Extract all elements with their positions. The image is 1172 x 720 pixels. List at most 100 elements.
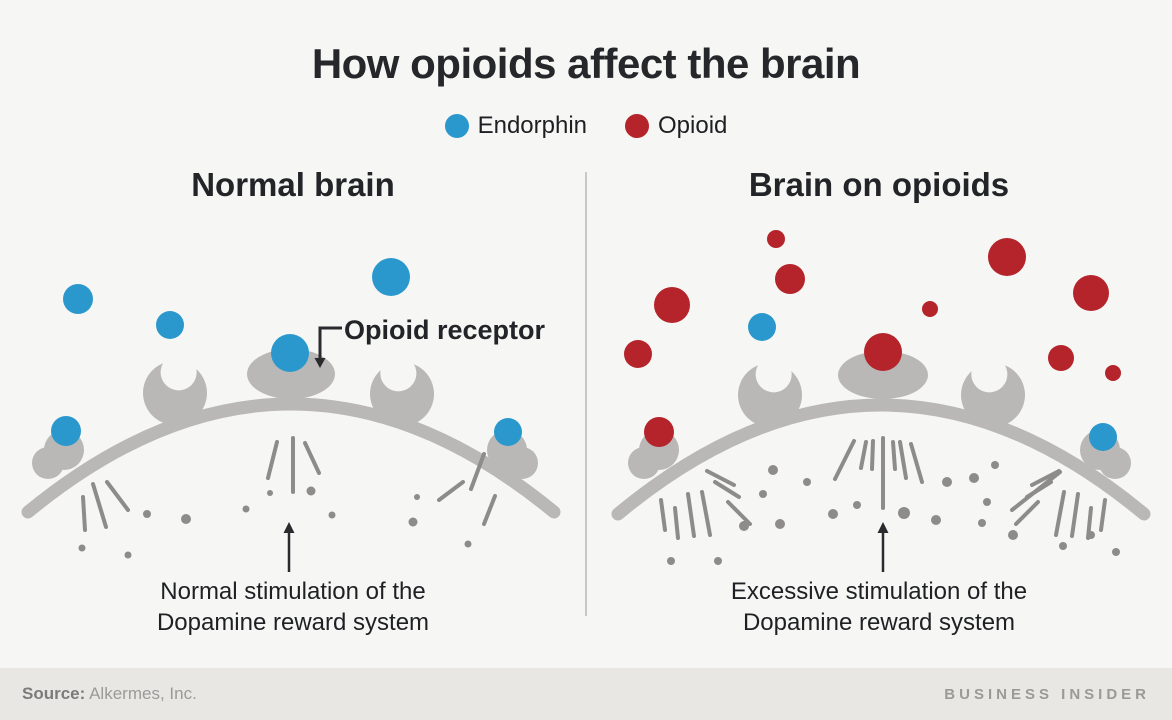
endorphin-molecule (748, 313, 776, 341)
dopamine-burst-line (700, 490, 712, 537)
legend-label: Opioid (658, 112, 728, 139)
source-label: Source: (22, 684, 86, 703)
dopamine-burst-line (673, 506, 680, 540)
caption-normal-stimulation: Normal stimulation of the Dopamine rewar… (0, 576, 586, 638)
dopamine-burst-line (482, 494, 497, 526)
dopamine-burst-line (686, 492, 696, 538)
legend: Endorphin Opioid (0, 112, 1172, 140)
dopamine-burst-line (81, 495, 87, 532)
dopamine-dot (267, 490, 273, 496)
dopamine-dot (898, 507, 910, 519)
dopamine-burst-line (870, 439, 875, 471)
caption-excessive-stimulation: Excessive stimulation of the Dopamine re… (586, 576, 1172, 638)
source-credit: Source: Alkermes, Inc. (22, 684, 197, 704)
caption-line: Dopamine reward system (156, 609, 430, 636)
dopamine-burst-line (303, 441, 321, 475)
opioid-receptor-cup (738, 356, 802, 427)
dopamine-burst-line (726, 500, 752, 526)
dopamine-burst-line (1070, 492, 1080, 538)
dopamine-dot (328, 511, 336, 519)
dopamine-burst-line (1099, 498, 1107, 532)
dopamine-burst-line (833, 439, 856, 481)
opioid-receptor-cup (961, 356, 1025, 427)
opioid-molecule (775, 264, 805, 294)
dopamine-burst-line (859, 440, 868, 470)
dopamine-dot (978, 519, 986, 527)
dopamine-burst-line (705, 469, 736, 487)
dopamine-dot (1112, 548, 1120, 556)
dopamine-dot (714, 557, 722, 565)
receptor-cup-notch (971, 356, 1008, 393)
dopamine-dot (991, 461, 999, 469)
dopamine-dot (667, 557, 675, 565)
endorphin-molecule (1089, 423, 1117, 451)
dopamine-dot (775, 519, 785, 529)
receptor-cup-notch (755, 356, 792, 393)
dopamine-dot (78, 544, 86, 552)
caption-line: Normal stimulation of the (160, 578, 426, 605)
opioid-molecule (988, 238, 1026, 276)
dopamine-burst-line (1014, 500, 1040, 526)
endorphin-dot-icon (444, 114, 469, 138)
opioid-receptor-cup (143, 354, 207, 425)
opioid-molecule (767, 230, 785, 248)
opioid-molecule (922, 301, 938, 317)
endorphin-molecule (271, 334, 309, 372)
edge-receptor-blob (628, 447, 660, 479)
endorphin-molecule (63, 284, 93, 314)
dopamine-burst-line (266, 440, 279, 480)
dopamine-dot (759, 490, 767, 498)
dopamine-dot (942, 477, 952, 487)
callout-arrow-head (314, 358, 326, 368)
dopamine-dot (414, 494, 420, 500)
edge-receptor-blob (1099, 447, 1131, 479)
endorphin-molecule (372, 258, 410, 296)
dopamine-burst-line (713, 480, 741, 499)
dopamine-dot (306, 486, 316, 496)
opioid-molecule (1073, 275, 1109, 311)
business-insider-logo: BUSINESS INSIDER (944, 685, 1150, 703)
dopamine-dot (983, 498, 991, 506)
opioid-dot-icon (625, 114, 650, 138)
opioid-molecule (1048, 345, 1074, 371)
caption-line: Dopamine reward system (742, 609, 1016, 636)
opioid-molecule (624, 340, 652, 368)
dopamine-dot (1059, 542, 1067, 550)
dopamine-burst-line (105, 480, 130, 512)
dopamine-dot (828, 509, 838, 519)
edge-receptor-blob (506, 447, 538, 479)
dopamine-dot (768, 465, 778, 475)
legend-label: Endorphin (477, 112, 588, 139)
caption-arrow-head (877, 522, 889, 533)
endorphin-molecule (494, 418, 522, 446)
dopamine-dot (931, 515, 941, 525)
dopamine-burst-line (1010, 470, 1062, 512)
endorphin-molecule (156, 311, 184, 339)
callout-arrow-line (318, 326, 342, 359)
dopamine-dot (408, 517, 418, 527)
receptor-cup-notch (380, 355, 417, 392)
dopamine-dot (969, 473, 979, 483)
legend-item-endorphin: Endorphin (444, 112, 588, 140)
opioid-receptor-cup (370, 355, 434, 426)
source-value: Alkermes, Inc. (89, 684, 197, 703)
footer: Source: Alkermes, Inc. BUSINESS INSIDER (0, 668, 1172, 720)
legend-item-opioid: Opioid (625, 112, 727, 140)
caption-arrow-head (283, 522, 295, 533)
dopamine-dot (1008, 530, 1018, 540)
opioid-molecule (864, 333, 902, 371)
endorphin-molecule (51, 416, 81, 446)
dopamine-burst-line (1054, 490, 1066, 537)
edge-receptor-blob (32, 447, 64, 479)
receptor-cup-notch (160, 354, 197, 391)
dopamine-dot (143, 510, 151, 518)
page-title: How opioids affect the brain (311, 40, 861, 87)
opioid-molecule (1105, 365, 1121, 381)
dopamine-dot (181, 514, 191, 524)
dopamine-dot (464, 540, 472, 548)
opioid-receptor-bound (838, 351, 928, 399)
dopamine-burst-line (891, 440, 897, 471)
dopamine-dot (739, 521, 749, 531)
opioid-molecule (654, 287, 690, 323)
